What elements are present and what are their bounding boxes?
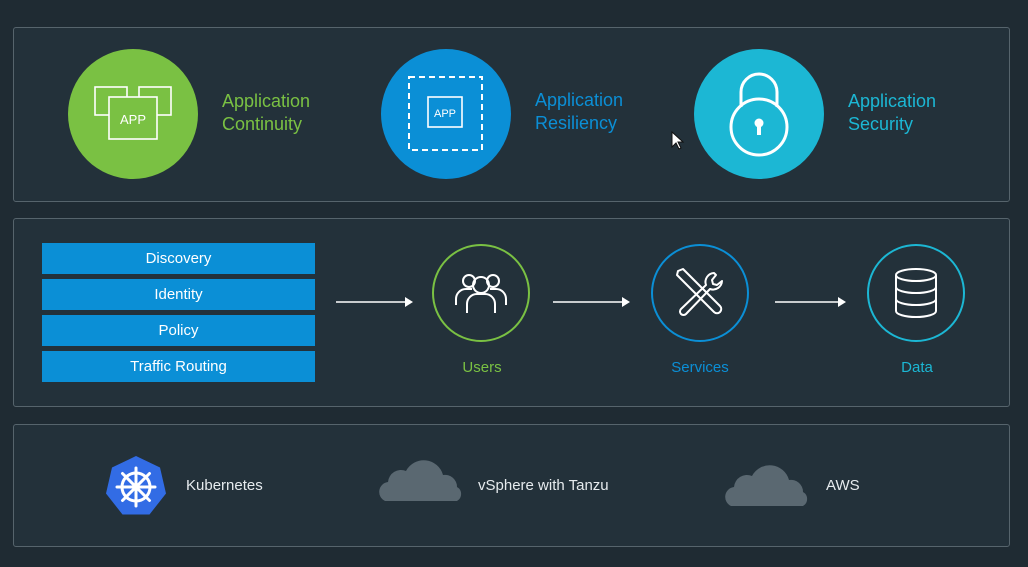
mouse-cursor-icon [671, 130, 685, 156]
tools-icon [676, 268, 723, 317]
cloud-icon [379, 460, 462, 501]
stack-item-discovery: Discovery [42, 243, 315, 274]
app-text: APP [434, 108, 456, 120]
feature-label: Application Resiliency [535, 90, 624, 133]
platform-label-aws: AWS [826, 477, 860, 494]
app-stack-icon: APP [68, 49, 198, 179]
feature-label: Application Security [848, 91, 937, 134]
flow-label-services: Services [671, 359, 729, 376]
app-dashed-icon: APP [381, 49, 511, 179]
arrow-icon [553, 297, 630, 307]
flow-label-users: Users [462, 359, 502, 376]
data-node [867, 244, 965, 342]
users-icon [455, 274, 507, 313]
cloud-icon [725, 465, 808, 506]
stack-item-traffic-routing: Traffic Routing [42, 351, 315, 382]
platforms-panel [13, 424, 1010, 547]
kubernetes-icon [106, 456, 166, 515]
stack-item-identity: Identity [42, 279, 315, 310]
flow-label-data: Data [901, 359, 933, 376]
arrow-icon [336, 297, 413, 307]
feature-label: Application Continuity [222, 91, 311, 134]
platform-label-vsphere: vSphere with Tanzu [478, 477, 609, 494]
users-node [432, 244, 530, 342]
platform-label-kubernetes: Kubernetes [186, 477, 263, 494]
lock-icon [694, 49, 824, 179]
app-text: APP [120, 112, 146, 127]
database-icon [895, 268, 937, 318]
arrow-icon [775, 297, 846, 307]
stack-item-policy: Policy [42, 315, 315, 346]
services-node [651, 244, 749, 342]
